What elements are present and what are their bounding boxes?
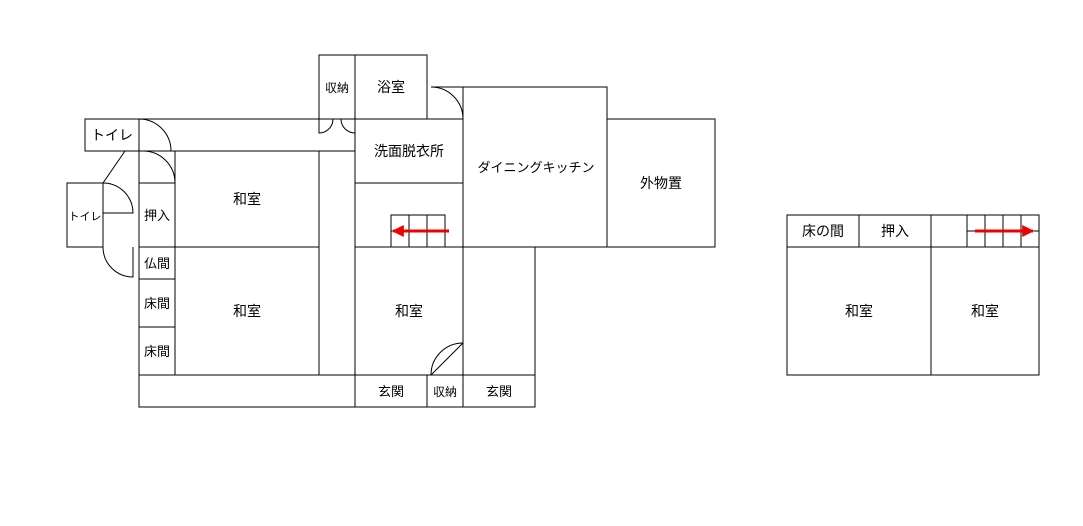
label-washitsu-center: 和室 bbox=[395, 303, 423, 320]
label-butsuma: 仏間 bbox=[144, 257, 170, 272]
label-genkan-right: 玄関 bbox=[486, 385, 512, 400]
tokonoma-2f bbox=[786, 214, 860, 248]
oshiire-1f bbox=[138, 182, 176, 248]
label-oshiire-1f: 押入 bbox=[144, 209, 170, 224]
label-washitsu-2f-right: 和室 bbox=[971, 303, 999, 320]
floor-2: 床の間 押入 和室 和室 bbox=[786, 214, 1040, 376]
genkan-right bbox=[462, 374, 536, 408]
dining-kitchen bbox=[462, 86, 608, 248]
floor-1: トイレ トイレ 収納 浴室 洗面脱衣所 ダイニングキッチン 外物置 押入 和室 … bbox=[66, 54, 716, 408]
storage-bottom bbox=[426, 374, 464, 408]
washitsu-south bbox=[174, 246, 320, 376]
tokoma-2 bbox=[138, 326, 176, 376]
toilet-upper bbox=[84, 118, 140, 152]
toilet-lower bbox=[66, 182, 104, 248]
washitsu-2f-left bbox=[786, 246, 932, 376]
door-swings-1f bbox=[102, 86, 464, 376]
label-toilet-upper: トイレ bbox=[91, 128, 133, 144]
washitsu-2f-right bbox=[930, 246, 1040, 376]
washroom bbox=[354, 118, 464, 184]
label-washitsu-south: 和室 bbox=[233, 303, 261, 320]
hall-east bbox=[462, 246, 536, 376]
label-tokoma-2: 床間 bbox=[144, 345, 170, 360]
label-storage-top: 収納 bbox=[325, 81, 349, 95]
corridor-south bbox=[138, 374, 357, 408]
label-bath: 浴室 bbox=[377, 79, 405, 96]
label-storage-shed: 外物置 bbox=[640, 176, 682, 192]
label-washitsu-north: 和室 bbox=[233, 191, 261, 208]
butsuma bbox=[138, 246, 176, 280]
label-washitsu-2f-left: 和室 bbox=[845, 303, 873, 320]
label-toilet-lower: トイレ bbox=[69, 210, 102, 223]
label-storage-bottom: 収納 bbox=[433, 385, 457, 399]
label-tokoma-1: 床間 bbox=[144, 297, 170, 312]
label-washroom: 洗面脱衣所 bbox=[374, 144, 444, 160]
genkan-left bbox=[354, 374, 428, 408]
label-tokonoma-2f: 床の間 bbox=[802, 224, 844, 240]
label-oshiire-2f: 押入 bbox=[881, 224, 909, 240]
washitsu-north bbox=[174, 150, 320, 248]
corridor-north bbox=[138, 118, 357, 152]
label-dining-kitchen: ダイニングキッチン bbox=[477, 161, 594, 176]
label-genkan-left: 玄関 bbox=[378, 385, 404, 400]
washitsu-center bbox=[354, 246, 464, 376]
storage-shed bbox=[606, 118, 716, 248]
